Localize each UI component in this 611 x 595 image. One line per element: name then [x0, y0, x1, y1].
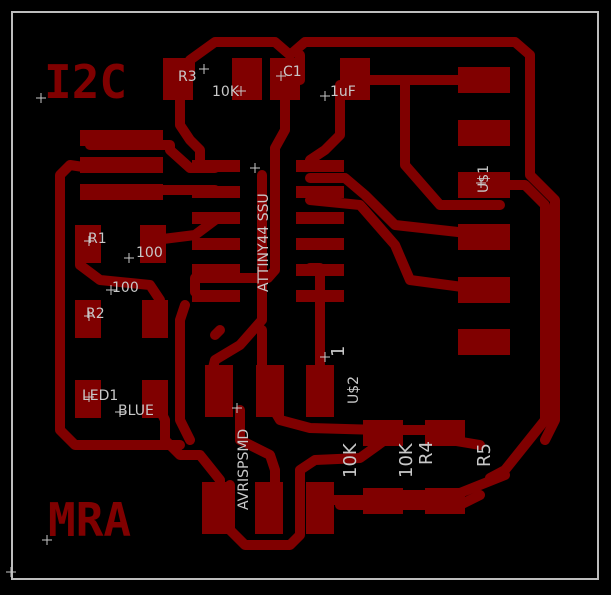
title-i2c: I2C — [44, 55, 127, 109]
pad-chip-r1 — [296, 160, 344, 172]
label-r3: R3 — [178, 69, 197, 85]
copper-pads — [75, 58, 510, 534]
label-avrisp: AVRISPSMD — [236, 429, 252, 510]
pad-r1-1 — [75, 225, 101, 263]
pad-chip-l6 — [192, 290, 240, 302]
pad-r4-1 — [363, 420, 403, 446]
pad-chip-r5 — [296, 264, 344, 276]
label-r2: R2 — [86, 306, 105, 322]
pad-u1-5 — [458, 277, 510, 303]
pad-c1-1 — [270, 58, 300, 100]
label-r4-value: 10K — [340, 442, 361, 478]
label-r1: R1 — [88, 231, 107, 247]
pad-r3-2 — [232, 58, 262, 100]
pad-u2-1 — [205, 365, 233, 417]
pad-chip-r4 — [296, 238, 344, 250]
label-u2: U$2 — [346, 376, 362, 404]
label-u2-pin: 1 — [328, 346, 349, 357]
pad-u1-3 — [458, 172, 510, 198]
pad-chip-l5 — [192, 264, 240, 276]
pad-i2c-3 — [80, 184, 163, 200]
pad-chip-l2 — [192, 186, 240, 198]
pad-r2-2 — [142, 300, 168, 338]
pad-r1-2 — [140, 225, 166, 263]
pad-c1-2 — [340, 58, 370, 100]
pad-r3-1 — [163, 58, 193, 100]
pad-chip-l1 — [192, 160, 240, 172]
label-r4-value2: 10K — [396, 442, 417, 478]
label-chip: ATTINY44 SSU — [256, 193, 272, 292]
board-outline — [11, 11, 599, 580]
pad-u1-6 — [458, 329, 510, 355]
pad-chip-r6 — [296, 290, 344, 302]
silkscreen-labels: R3 10K C1 1uF U$1 ATTINY44 SSU R1 100 10… — [82, 64, 495, 510]
label-r2-value: 100 — [112, 280, 139, 296]
pad-chip-l4 — [192, 238, 240, 250]
pad-led1-2 — [142, 380, 168, 418]
pad-avrisp-1 — [202, 482, 230, 534]
pad-chip-r2 — [296, 186, 344, 198]
pad-u2-2 — [256, 365, 284, 417]
pad-r-low-2 — [425, 488, 465, 514]
pad-r-low-1 — [363, 488, 403, 514]
pad-u1-2 — [458, 120, 510, 146]
pad-avrisp-3 — [306, 482, 334, 534]
label-r1-value: 100 — [136, 245, 163, 261]
label-c1-value: 1uF — [330, 84, 356, 100]
label-r5: R5 — [474, 443, 495, 467]
pad-chip-l3 — [192, 212, 240, 224]
label-led1-color: BLUE — [118, 403, 154, 419]
label-led1: LED1 — [82, 388, 118, 404]
pad-r4-2 — [425, 420, 465, 446]
pad-u2-3 — [306, 365, 334, 417]
pad-u1-4 — [458, 224, 510, 250]
pad-u1-1 — [458, 67, 510, 93]
label-r3-value: 10K — [212, 84, 240, 100]
origin-markers — [6, 64, 486, 577]
pad-i2c-2 — [80, 157, 163, 173]
pad-avrisp-2 — [255, 482, 283, 534]
label-r4: R4 — [416, 441, 437, 465]
title-mra: MRA — [48, 493, 131, 547]
label-c1: C1 — [283, 64, 302, 80]
pad-r2-1 — [75, 300, 101, 338]
pad-chip-r3 — [296, 212, 344, 224]
pad-led1-1 — [75, 380, 101, 418]
pad-i2c-1 — [80, 130, 163, 146]
label-u1: U$1 — [476, 165, 492, 193]
